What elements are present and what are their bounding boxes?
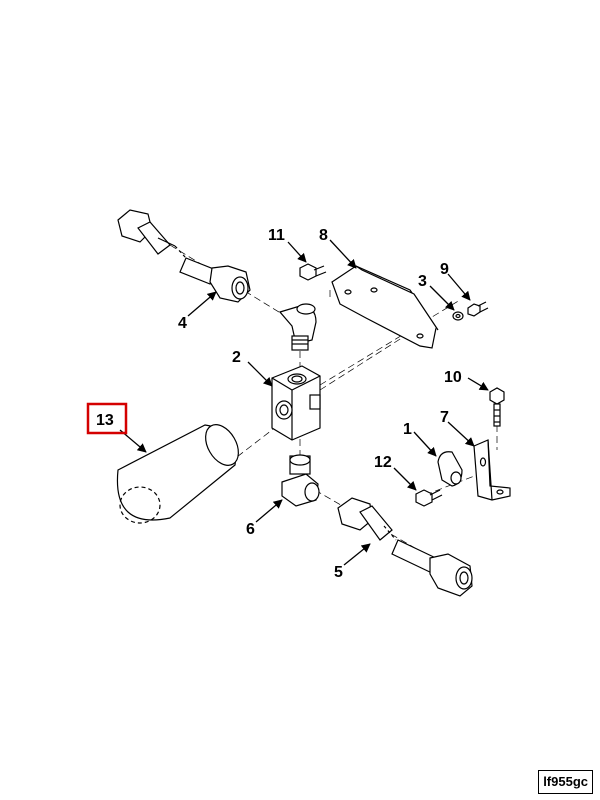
part-10-long-bolt bbox=[489, 387, 505, 427]
part-3-washer bbox=[452, 311, 464, 321]
part-1-clamp bbox=[437, 451, 463, 487]
upper-elbow-fitting bbox=[278, 303, 317, 351]
callout-11: 11 bbox=[268, 227, 285, 244]
callout-8: 8 bbox=[319, 227, 328, 244]
highlight-box-callout-13 bbox=[86, 402, 128, 435]
part-12-bolt bbox=[415, 489, 443, 507]
part-9-bolt bbox=[467, 301, 489, 317]
callout-3: 3 bbox=[418, 273, 427, 290]
callout-9: 9 bbox=[440, 261, 449, 278]
part-11-bolt bbox=[299, 263, 327, 281]
diagram-reference-code: lf955gc bbox=[538, 770, 593, 794]
callout-2: 2 bbox=[232, 349, 241, 366]
callout-13: 13 bbox=[96, 412, 114, 429]
part-8-mounting-bracket bbox=[331, 265, 439, 349]
part-6-lower-elbow-fitting bbox=[281, 454, 320, 507]
part-4-upper-hose-assembly bbox=[117, 209, 251, 303]
callout-7: 7 bbox=[440, 409, 449, 426]
callout-10: 10 bbox=[444, 369, 462, 386]
callout-1: 1 bbox=[403, 421, 412, 438]
callout-4: 4 bbox=[178, 315, 187, 332]
part-2-filter-head bbox=[271, 365, 321, 441]
part-7-angle-bracket bbox=[473, 439, 511, 501]
part-5-lower-hose-assembly bbox=[337, 497, 473, 597]
part-13-spin-on-filter bbox=[116, 424, 239, 524]
callout-6: 6 bbox=[246, 521, 255, 538]
callout-5: 5 bbox=[334, 564, 343, 581]
callout-12: 12 bbox=[374, 454, 392, 471]
